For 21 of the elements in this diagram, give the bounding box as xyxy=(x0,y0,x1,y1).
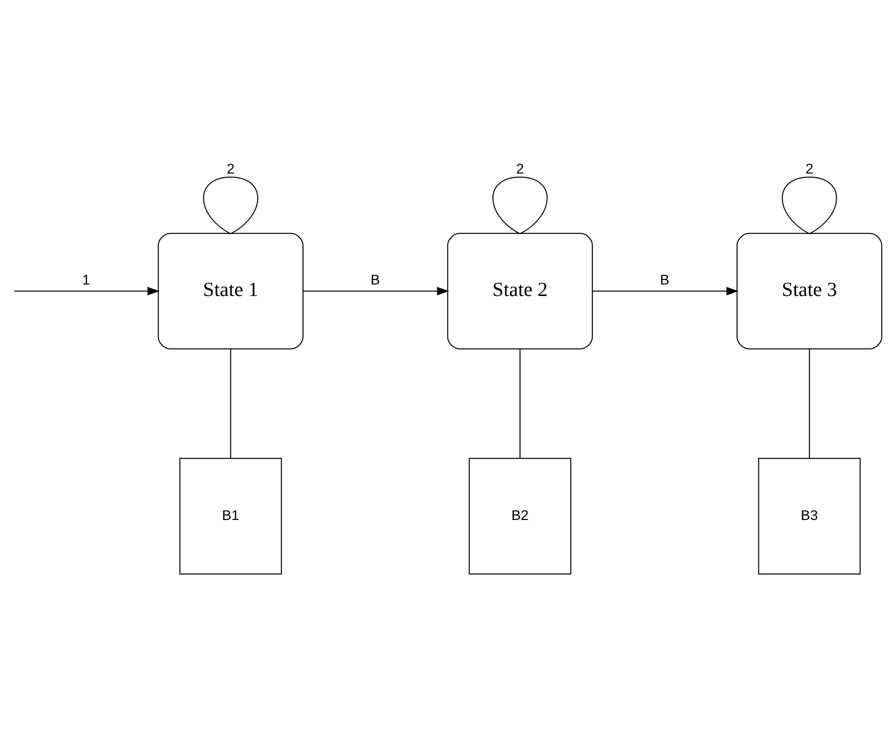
arrow xyxy=(592,286,738,295)
node-box: B3 xyxy=(758,457,860,574)
node-box: B1 xyxy=(178,457,282,574)
edge-label: 2 xyxy=(226,160,234,176)
node-box: B2 xyxy=(468,457,571,574)
connector xyxy=(808,348,810,458)
connector xyxy=(492,176,548,234)
node-box: State 2 xyxy=(446,232,592,349)
edge-label: B xyxy=(370,270,380,287)
connector xyxy=(230,348,231,458)
edge-label: 1 xyxy=(82,270,90,287)
edge-label: B xyxy=(660,270,669,287)
connector xyxy=(781,176,837,234)
node-box: State 3 xyxy=(736,232,882,349)
node-box: State 1 xyxy=(157,232,303,349)
edge-label: 2 xyxy=(804,160,813,176)
connector xyxy=(519,348,520,458)
arrow xyxy=(302,286,449,295)
edge-label: 2 xyxy=(516,160,524,176)
connector xyxy=(202,176,258,234)
arrow xyxy=(14,286,160,295)
